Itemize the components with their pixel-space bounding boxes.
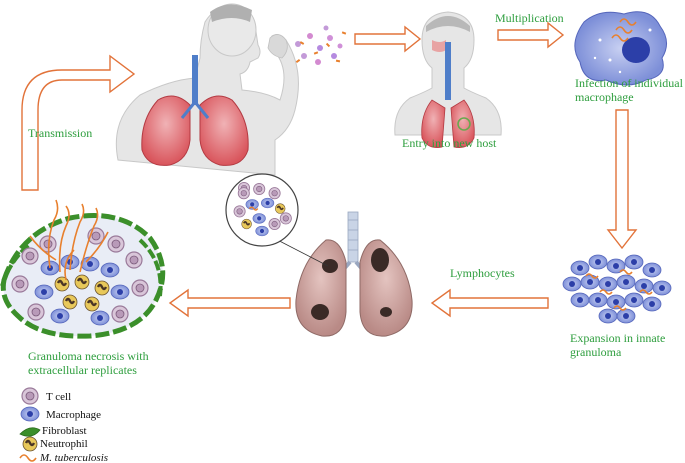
t-cell-icon bbox=[21, 387, 39, 405]
macrophage-icon bbox=[20, 406, 40, 422]
new-host-illustration bbox=[394, 11, 502, 148]
legend-item-t-cell: T cell bbox=[21, 387, 71, 405]
label-necrosis-line1: Granuloma necrosis with bbox=[28, 349, 149, 363]
legend-label-neutrophil: Neutrophil bbox=[40, 438, 88, 450]
infected-macrophage-icon bbox=[574, 11, 667, 86]
arrow-multiplication bbox=[497, 21, 565, 49]
legend-item-fibroblast: Fibroblast bbox=[19, 425, 87, 437]
label-necrosis-line2: extracellular replicates bbox=[28, 363, 137, 377]
mtb-strands-icon bbox=[29, 199, 109, 281]
arrow-exhale bbox=[354, 25, 422, 53]
host-lungs-icon bbox=[421, 99, 475, 148]
legend-item-mtb: M. tuberculosis bbox=[19, 452, 108, 463]
arrow-lymphocytes bbox=[430, 288, 549, 318]
fibroblast-icon bbox=[19, 427, 41, 437]
red-lungs-icon bbox=[141, 55, 249, 166]
legend-item-neutrophil: Neutrophil bbox=[21, 435, 88, 453]
legend-label-t-cell: T cell bbox=[46, 391, 71, 403]
label-transmission: Transmission bbox=[28, 126, 92, 140]
bacteria-droplets bbox=[295, 25, 347, 65]
arrow-necrosis bbox=[168, 288, 291, 318]
label-lymphocytes: Lymphocytes bbox=[450, 266, 515, 280]
diseased-lungs-illustration bbox=[261, 211, 413, 337]
neutrophil-icon bbox=[21, 435, 39, 453]
legend-label-mtb: M. tuberculosis bbox=[39, 452, 108, 463]
legend-label-fibroblast: Fibroblast bbox=[42, 425, 87, 437]
label-multiplication: Multiplication bbox=[495, 11, 564, 25]
legend-item-macrophage: Macrophage bbox=[20, 406, 101, 422]
label-expansion-line2: granuloma bbox=[570, 345, 622, 359]
label-entry: Entry into new host bbox=[402, 136, 497, 150]
necrotic-granuloma-illustration bbox=[0, 199, 166, 339]
legend-label-macrophage: Macrophage bbox=[46, 409, 101, 421]
arrow-down-right bbox=[606, 109, 638, 250]
legend: T cell Macrophage Fibroblast Neutrophil … bbox=[19, 387, 108, 463]
mtb-bacteria-icon bbox=[611, 18, 637, 42]
arrow-transmission bbox=[21, 54, 136, 191]
coughing-person-illustration bbox=[115, 3, 299, 176]
label-expansion-line1: Expansion in innate bbox=[570, 331, 665, 345]
innate-granuloma-cluster bbox=[562, 254, 672, 324]
mtb-icon bbox=[19, 454, 37, 462]
granuloma-zoom-inset bbox=[225, 173, 299, 247]
label-infection-line2: macrophage bbox=[575, 90, 634, 104]
label-infection-line1: Infection of individual bbox=[575, 76, 684, 90]
